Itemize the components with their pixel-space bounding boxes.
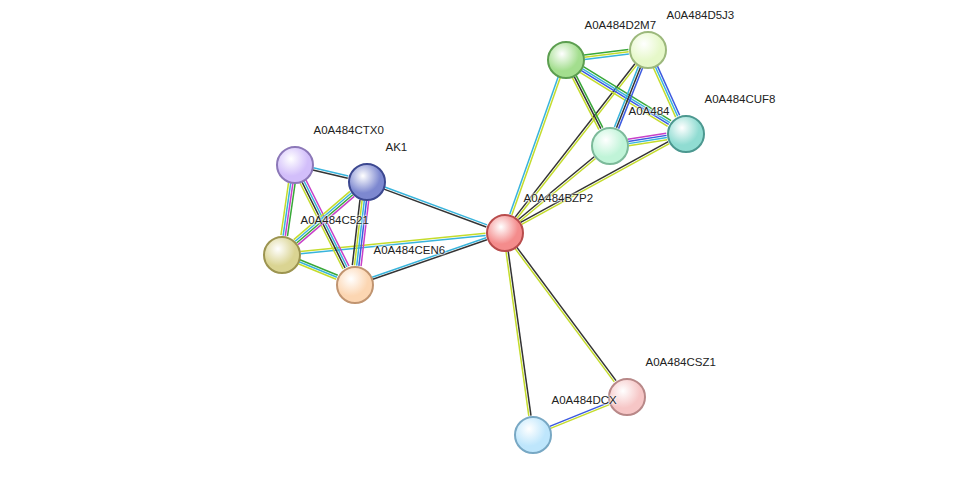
evidence-line — [616, 67, 640, 128]
protein-node: A0A484D2M7 — [547, 41, 585, 79]
interaction-edge — [518, 157, 595, 221]
node-label: A0A484CSZ1 — [646, 356, 716, 368]
node-label: A0A484CUF8 — [705, 93, 776, 105]
interaction-edge — [352, 200, 368, 266]
evidence-line — [508, 251, 531, 415]
evidence-line — [585, 54, 629, 59]
protein-node: AK1 — [348, 163, 386, 201]
evidence-line — [313, 170, 348, 178]
evidence-line — [299, 262, 337, 278]
interaction-edge — [384, 187, 487, 227]
protein-node: A0A484CTX0 — [276, 146, 314, 184]
protein-node: A0A484CEN6 — [336, 266, 374, 304]
protein-node: A0A484D5J3 — [629, 31, 667, 69]
node-label: A0A484D2M7 — [585, 19, 657, 31]
evidence-line — [572, 77, 599, 129]
node-label: A0A484BZP2 — [524, 192, 594, 204]
evidence-line — [385, 187, 487, 225]
node-label: A0A484C521 — [301, 214, 369, 226]
interaction-edge — [628, 133, 667, 146]
protein-node: A0A484C521 — [263, 236, 301, 274]
evidence-line — [614, 66, 638, 127]
node-label: A0A484CTX0 — [314, 124, 384, 136]
interaction-edge — [506, 251, 531, 416]
interaction-edge — [515, 64, 636, 218]
evidence-line — [352, 200, 360, 265]
evidence-line — [506, 251, 529, 415]
evidence-line — [551, 405, 610, 429]
interaction-edge — [584, 50, 629, 60]
evidence-line — [384, 189, 486, 227]
protein-node: A0A484CUF8 — [667, 115, 705, 153]
evidence-line — [550, 403, 609, 427]
evidence-line — [619, 68, 643, 129]
interaction-edge — [313, 168, 349, 178]
evidence-line — [372, 238, 486, 278]
evidence-line — [281, 183, 289, 235]
interaction-edge — [550, 403, 610, 429]
interaction-edge — [515, 247, 616, 382]
interaction-edge — [372, 238, 487, 280]
evidence-line — [580, 72, 668, 126]
evidence-line — [300, 183, 343, 269]
node-label: A0A484D5J3 — [667, 9, 735, 21]
node-label: A0A484 — [629, 105, 670, 117]
evidence-line — [629, 140, 667, 146]
interaction-edge — [614, 66, 642, 128]
interaction-edge — [298, 260, 338, 280]
evidence-line — [515, 248, 614, 382]
node-label: A0A484DCX — [552, 394, 617, 406]
evidence-line — [517, 247, 616, 381]
protein-node: A0A484DCX — [514, 416, 552, 454]
evidence-line — [574, 76, 601, 128]
evidence-line — [581, 70, 669, 124]
protein-node: A0A484 — [591, 127, 629, 165]
interaction-edge — [281, 183, 295, 236]
node-label: AK1 — [386, 141, 408, 153]
protein-node: A0A484BZP2 — [486, 214, 524, 252]
node-label: A0A484CEN6 — [374, 244, 446, 256]
evidence-line — [373, 240, 487, 280]
evidence-line — [298, 264, 336, 280]
